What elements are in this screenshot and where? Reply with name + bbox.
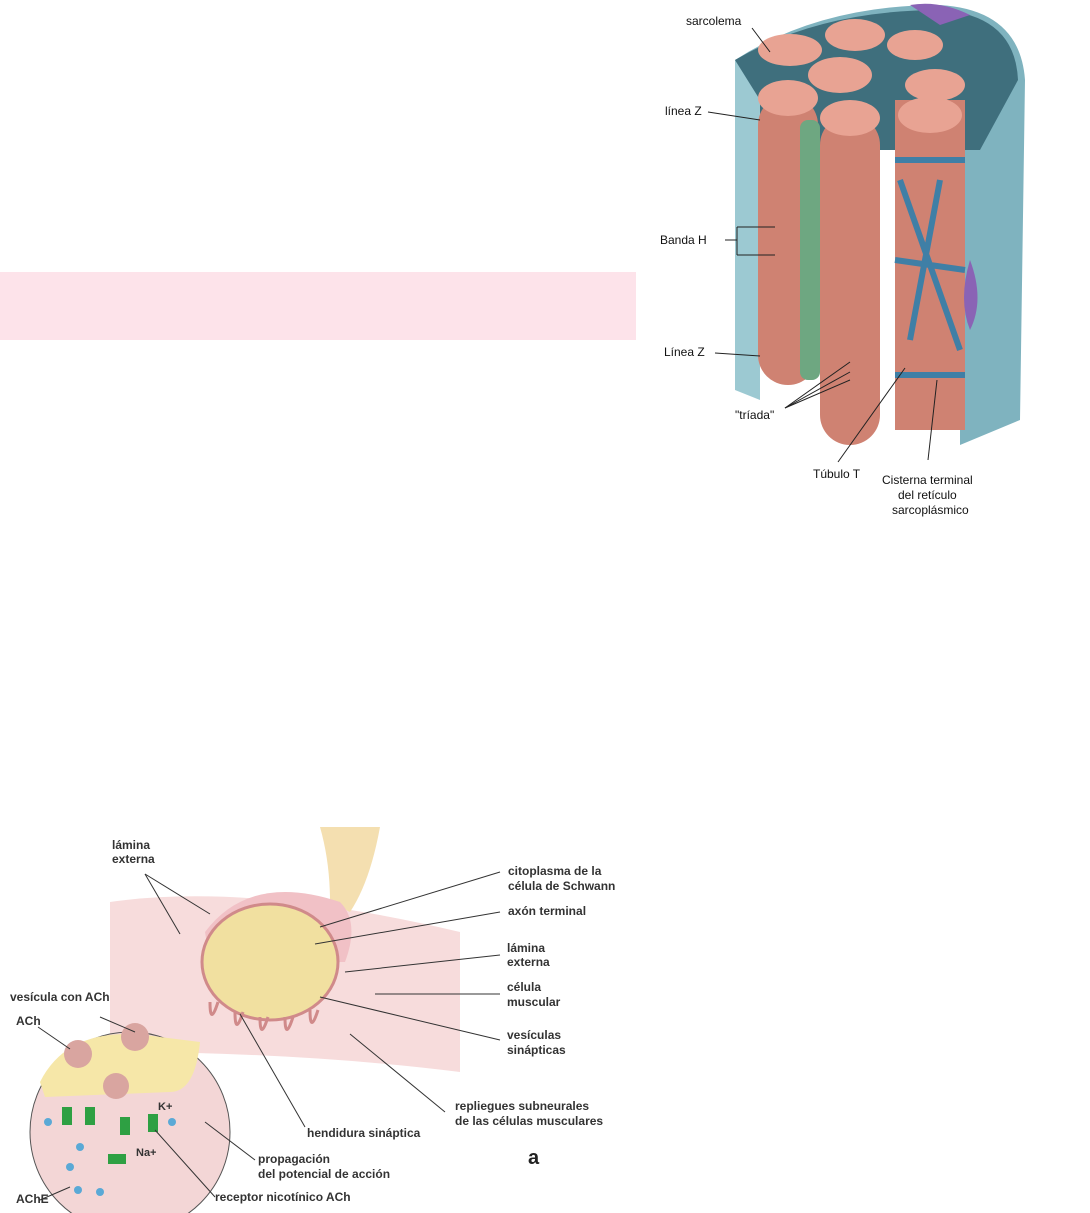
label-vesicula-ach: vesícula con ACh [10, 990, 110, 1004]
label-receptor: receptor nicotínico ACh [215, 1190, 351, 1204]
label-lamina-externa-2a: lámina [507, 941, 546, 955]
label-celula-muscular-a: célula [507, 980, 542, 994]
label-repliegues-b: de las células musculares [455, 1114, 604, 1128]
label-propagacion-b: del potencial de acción [258, 1167, 391, 1181]
label-propagacion-a: propagación [258, 1152, 331, 1166]
synapse-figure: lámina externa citoplasma de la célula d… [0, 822, 640, 1213]
label-ach: ACh [16, 1014, 41, 1028]
label-tubulo-t: Túbulo T [813, 467, 861, 481]
highlight-band [0, 272, 636, 340]
label-lamina-externa-1a: lámina [112, 838, 151, 852]
label-vesiculas-b: sinápticas [507, 1043, 566, 1057]
label-repliegues-a: repliegues subneurales [455, 1099, 590, 1113]
label-cisterna-2: del retículo [898, 488, 957, 502]
panel-letter: a [528, 1147, 540, 1169]
label-na-ion: Na+ [136, 1147, 157, 1159]
label-citoplasma-b: célula de Schwann [508, 879, 616, 893]
label-citoplasma-a: citoplasma de la [508, 864, 602, 878]
label-hendidura: hendidura sináptica [307, 1126, 421, 1140]
label-vesiculas-a: vesículas [507, 1028, 562, 1042]
label-banda-h: Banda H [660, 233, 707, 247]
label-celula-muscular-b: muscular [507, 995, 561, 1009]
label-sarcolema: sarcolema [686, 14, 742, 28]
label-lamina-externa-1b: externa [112, 852, 155, 866]
synapse-illustration [29, 827, 501, 1213]
label-lamina-externa-2b: externa [507, 955, 550, 969]
label-linea-z-bottom: Línea Z [664, 345, 705, 359]
label-ache: AChE [16, 1192, 49, 1206]
label-cisterna-1: Cisterna terminal [882, 473, 973, 487]
label-linea-z-top: línea Z [665, 104, 702, 118]
muscle-fiber-figure: sarcolema línea Z Banda H Línea Z "tríad… [640, 0, 1090, 520]
label-cisterna-3: sarcoplásmico [892, 503, 969, 517]
label-k-ion: K+ [158, 1101, 173, 1113]
muscle-fiber-illustration [707, 3, 1025, 463]
label-triada: "tríada" [735, 408, 775, 422]
label-axon-terminal: axón terminal [508, 904, 587, 918]
